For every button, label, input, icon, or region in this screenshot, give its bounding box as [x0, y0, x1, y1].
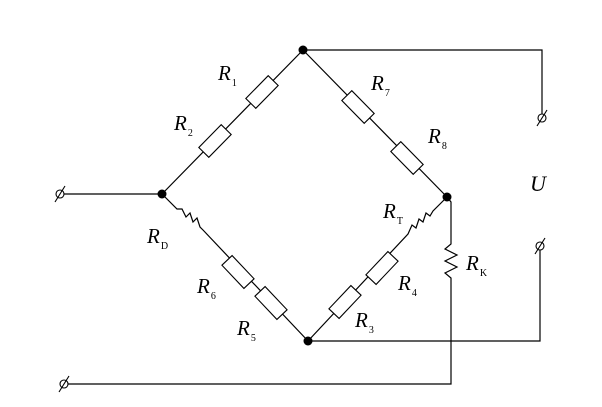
label-r1: R1	[217, 61, 237, 89]
label-r2: R2	[173, 111, 193, 139]
label-rt: RT	[382, 199, 403, 227]
label-r8: R8	[427, 124, 447, 152]
label-r4: R4	[397, 271, 417, 299]
wire-rk-branch	[64, 196, 459, 385]
resistor-r5	[254, 285, 288, 321]
wire-top-to-terminal	[303, 49, 543, 114]
node-bottom	[303, 336, 313, 346]
label-r5: R5	[236, 316, 256, 344]
wire-top-left	[161, 49, 304, 195]
resistor-r2	[198, 123, 232, 159]
label-r3: R3	[354, 308, 374, 336]
wire-left-bottom	[161, 193, 309, 342]
node-top	[298, 45, 308, 55]
terminal-right-top	[536, 109, 548, 127]
resistor-r6	[221, 254, 255, 290]
wire-top-right	[302, 49, 448, 198]
terminal-left	[54, 185, 66, 203]
resistor-r3	[328, 284, 362, 320]
label-r6: R6	[196, 274, 216, 302]
node-left	[157, 189, 167, 199]
resistor-r8	[390, 140, 424, 176]
wire-right-bottom	[307, 196, 448, 342]
label-rk: RK	[465, 251, 488, 279]
resistor-r4	[365, 250, 399, 286]
resistor-r1	[245, 74, 279, 110]
terminal-bottom-left	[58, 375, 70, 393]
node-right	[442, 192, 452, 202]
resistor-r7	[341, 89, 375, 125]
label-voltage-u: U	[530, 171, 548, 196]
wire-bottom-to-terminal	[308, 249, 541, 342]
terminal-right-bottom	[534, 237, 546, 255]
label-rd: RD	[146, 224, 168, 252]
label-r7: R7	[370, 71, 390, 99]
